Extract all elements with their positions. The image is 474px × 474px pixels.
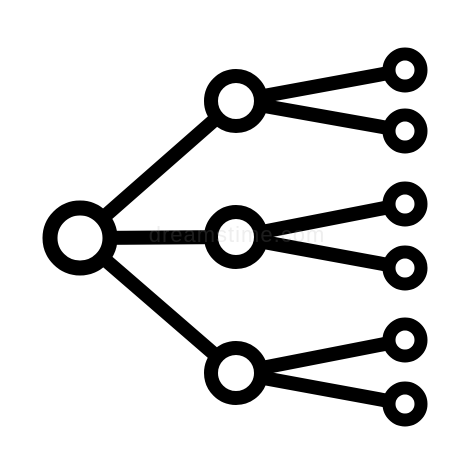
node-branch-top (204, 69, 268, 133)
node-leaf-5 (382, 317, 428, 363)
node-leaf-4 (382, 245, 428, 291)
node-root (42, 200, 118, 276)
nodes-layer (42, 47, 428, 427)
node-branch-middle (204, 205, 268, 269)
node-leaf-3 (382, 181, 428, 227)
node-leaf-6 (382, 381, 428, 427)
node-leaf-1 (382, 47, 428, 93)
node-leaf-2 (382, 108, 428, 154)
node-branch-bottom (204, 341, 268, 405)
